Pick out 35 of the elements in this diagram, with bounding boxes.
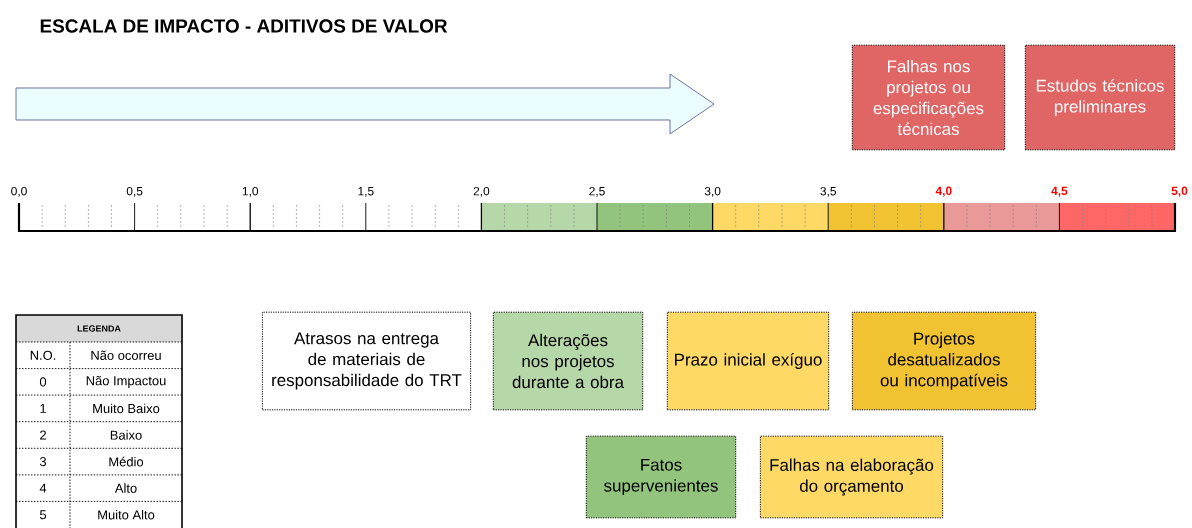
cause-box: Projetos desatualizados ou incompatíveis: [851, 311, 1037, 411]
table-cell: 3: [39, 457, 47, 467]
cause-box: Prazo inicial exíguo: [666, 311, 830, 411]
tick-label: 1,0: [242, 186, 259, 197]
table-cell: Não Impactou: [86, 375, 166, 388]
tick-label: 1,5: [358, 187, 374, 197]
tick-label: 5,0: [1171, 186, 1188, 197]
tick-label: 2,5: [589, 186, 605, 197]
tick-label: 2,0: [473, 186, 490, 197]
table-cell: 5: [39, 510, 47, 520]
table-cell: 0: [39, 377, 47, 387]
table-cell: Muito Baixo: [93, 403, 160, 414]
cause-box: Falhas nos projetos ou especificações técnicas: [851, 44, 1006, 151]
tick-label: 4,0: [935, 186, 952, 197]
cause-box: Estudos técnicos preliminares: [1024, 44, 1176, 151]
table-cell: Médio: [109, 456, 144, 467]
tick-label: 4,5: [1051, 186, 1068, 197]
cause-box: Fatos supervenientes: [585, 435, 737, 519]
table-cell: Não ocorreu: [91, 350, 161, 360]
tick-label: 3,5: [820, 186, 836, 197]
table-cell: 4: [39, 483, 47, 493]
cause-box: Atrasos na entrega de materiais de responsabilidade do TRT: [261, 311, 472, 411]
tick-label: 0,0: [11, 186, 27, 197]
table-cell: 1: [40, 403, 46, 413]
title: ESCALA DE IMPACTO - ADITIVOS DE VALOR: [40, 19, 448, 33]
tick-label: 0,5: [126, 186, 143, 197]
table-header: LEGENDA: [16, 315, 182, 342]
cause-box: Falhas na elaboração do orçamento: [759, 435, 944, 519]
table-cell: Alto: [114, 483, 137, 493]
table-cell: N.O.: [30, 350, 56, 360]
tick-label: 3,0: [704, 186, 721, 197]
table-cell: 2: [40, 430, 46, 440]
table-cell: Muito Alto: [98, 509, 155, 520]
cause-box: Alterações nos projetos durante a obra: [492, 311, 644, 411]
table-cell: Baixo: [110, 430, 142, 440]
